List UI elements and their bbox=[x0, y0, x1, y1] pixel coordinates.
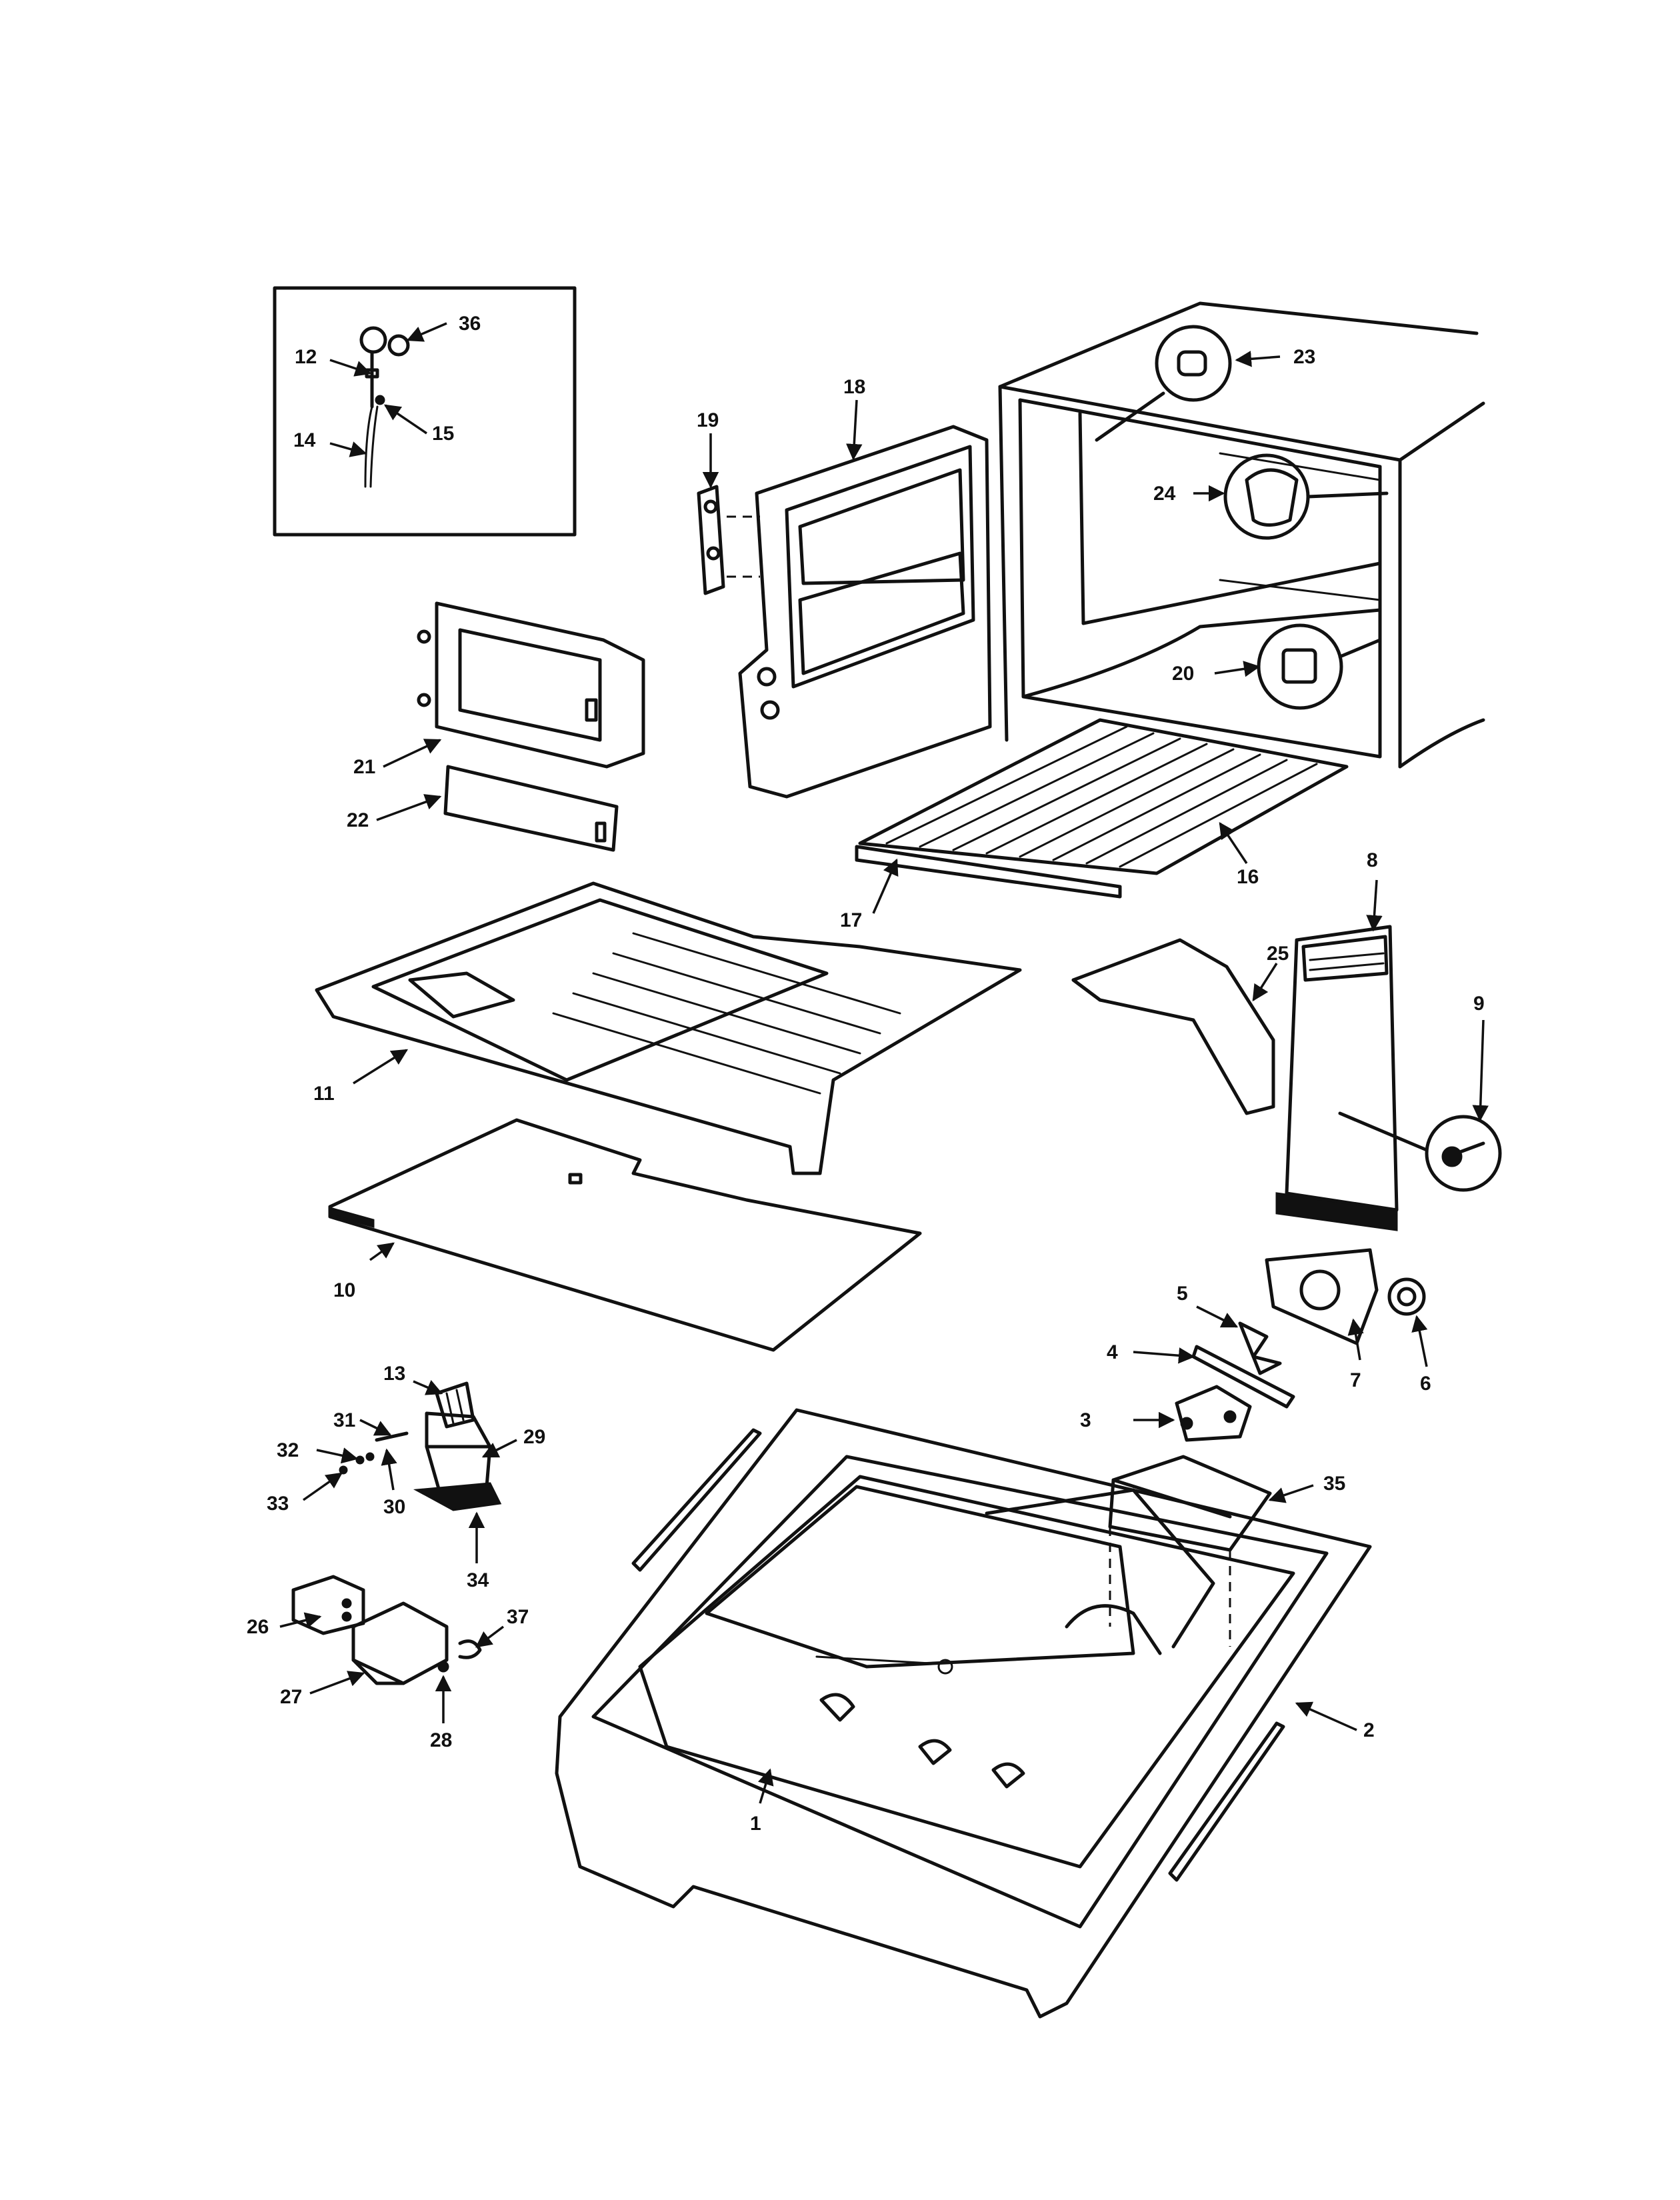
callout-28: 28 bbox=[430, 1729, 452, 1751]
callout-6: 6 bbox=[1420, 1373, 1431, 1395]
callout-10: 10 bbox=[333, 1279, 355, 1301]
callout-20: 20 bbox=[1172, 663, 1194, 685]
callout-36: 36 bbox=[459, 313, 481, 335]
part-27-relay-cover bbox=[351, 1601, 449, 1685]
callout-3: 3 bbox=[1080, 1409, 1091, 1431]
callout-35: 35 bbox=[1323, 1473, 1345, 1495]
part-25-air-duct bbox=[1071, 938, 1275, 1115]
part-13-control-knob bbox=[435, 1381, 475, 1429]
part-4-motor-bracket bbox=[1191, 1345, 1295, 1409]
callout-5: 5 bbox=[1177, 1283, 1188, 1305]
part-19-hinge bbox=[697, 485, 760, 595]
part-17-shelf-retainer bbox=[855, 845, 1122, 899]
callout-18: 18 bbox=[843, 376, 865, 398]
callout-32: 32 bbox=[277, 1439, 299, 1461]
callout-26: 26 bbox=[247, 1616, 269, 1638]
part-31-clip bbox=[375, 1431, 409, 1442]
leader-lines bbox=[279, 322, 1489, 1804]
part-26-relay bbox=[291, 1575, 365, 1635]
callout-33: 33 bbox=[267, 1493, 289, 1515]
detail-circle-20 bbox=[1257, 623, 1382, 710]
callout-2: 2 bbox=[1363, 1719, 1375, 1741]
part-28-screw bbox=[437, 1661, 449, 1673]
callout-30: 30 bbox=[383, 1496, 405, 1518]
part-22-panel-insert bbox=[443, 765, 619, 852]
callout-27: 27 bbox=[280, 1686, 302, 1708]
callout-13: 13 bbox=[383, 1363, 405, 1385]
part-3-fan-motor bbox=[1175, 1385, 1252, 1442]
part-11-drip-tray bbox=[315, 881, 1022, 1175]
callout-24: 24 bbox=[1153, 483, 1176, 505]
part-34-base-plate bbox=[413, 1482, 502, 1511]
callout-8: 8 bbox=[1367, 849, 1378, 871]
callout-22: 22 bbox=[347, 809, 369, 831]
part-32-33-fasteners bbox=[339, 1452, 375, 1475]
callout-17: 17 bbox=[840, 909, 862, 931]
callout-1: 1 bbox=[750, 1813, 761, 1835]
detail-circle-9-screw bbox=[1338, 1111, 1502, 1192]
callout-14: 14 bbox=[293, 429, 316, 451]
callout-7: 7 bbox=[1350, 1369, 1361, 1391]
callout-34: 34 bbox=[467, 1569, 489, 1591]
part-35-defrost-cover bbox=[1108, 1455, 1272, 1647]
detail-circle-24 bbox=[1223, 453, 1389, 540]
part-1-base-pan bbox=[555, 1408, 1372, 2019]
callout-37: 37 bbox=[507, 1606, 529, 1628]
part-8-evaporator-cover bbox=[1275, 925, 1399, 1231]
callout-9: 9 bbox=[1473, 993, 1485, 1015]
part-18-freezer-door bbox=[738, 425, 992, 799]
part-16-wire-shelf bbox=[858, 718, 1349, 875]
callout-4: 4 bbox=[1107, 1341, 1118, 1363]
detail-circle-23 bbox=[1095, 325, 1232, 442]
callout-21: 21 bbox=[353, 756, 375, 778]
callout-23: 23 bbox=[1293, 346, 1315, 368]
part-7-fan-bracket bbox=[1265, 1248, 1379, 1345]
part-21-control-panel bbox=[417, 601, 645, 769]
callout-labels: 1 2 3 4 5 6 7 8 9 10 11 12 13 14 15 16 1… bbox=[247, 313, 1485, 1835]
callout-12: 12 bbox=[295, 346, 317, 368]
part-5-fan-blade bbox=[1238, 1321, 1282, 1375]
callout-15: 15 bbox=[432, 423, 454, 445]
part-37-clip bbox=[458, 1639, 482, 1659]
callout-19: 19 bbox=[697, 409, 719, 431]
cabinet-liner bbox=[998, 301, 1485, 769]
part-2-drain-tube bbox=[631, 1428, 1285, 1882]
inset-detail-box bbox=[273, 286, 577, 537]
callout-29: 29 bbox=[523, 1426, 545, 1448]
callout-31: 31 bbox=[333, 1409, 355, 1431]
callout-16: 16 bbox=[1237, 866, 1259, 888]
callout-25: 25 bbox=[1267, 943, 1289, 965]
callout-11: 11 bbox=[313, 1083, 335, 1105]
part-10-insulation-pad bbox=[328, 1118, 922, 1352]
part-6-grommet bbox=[1387, 1277, 1426, 1316]
